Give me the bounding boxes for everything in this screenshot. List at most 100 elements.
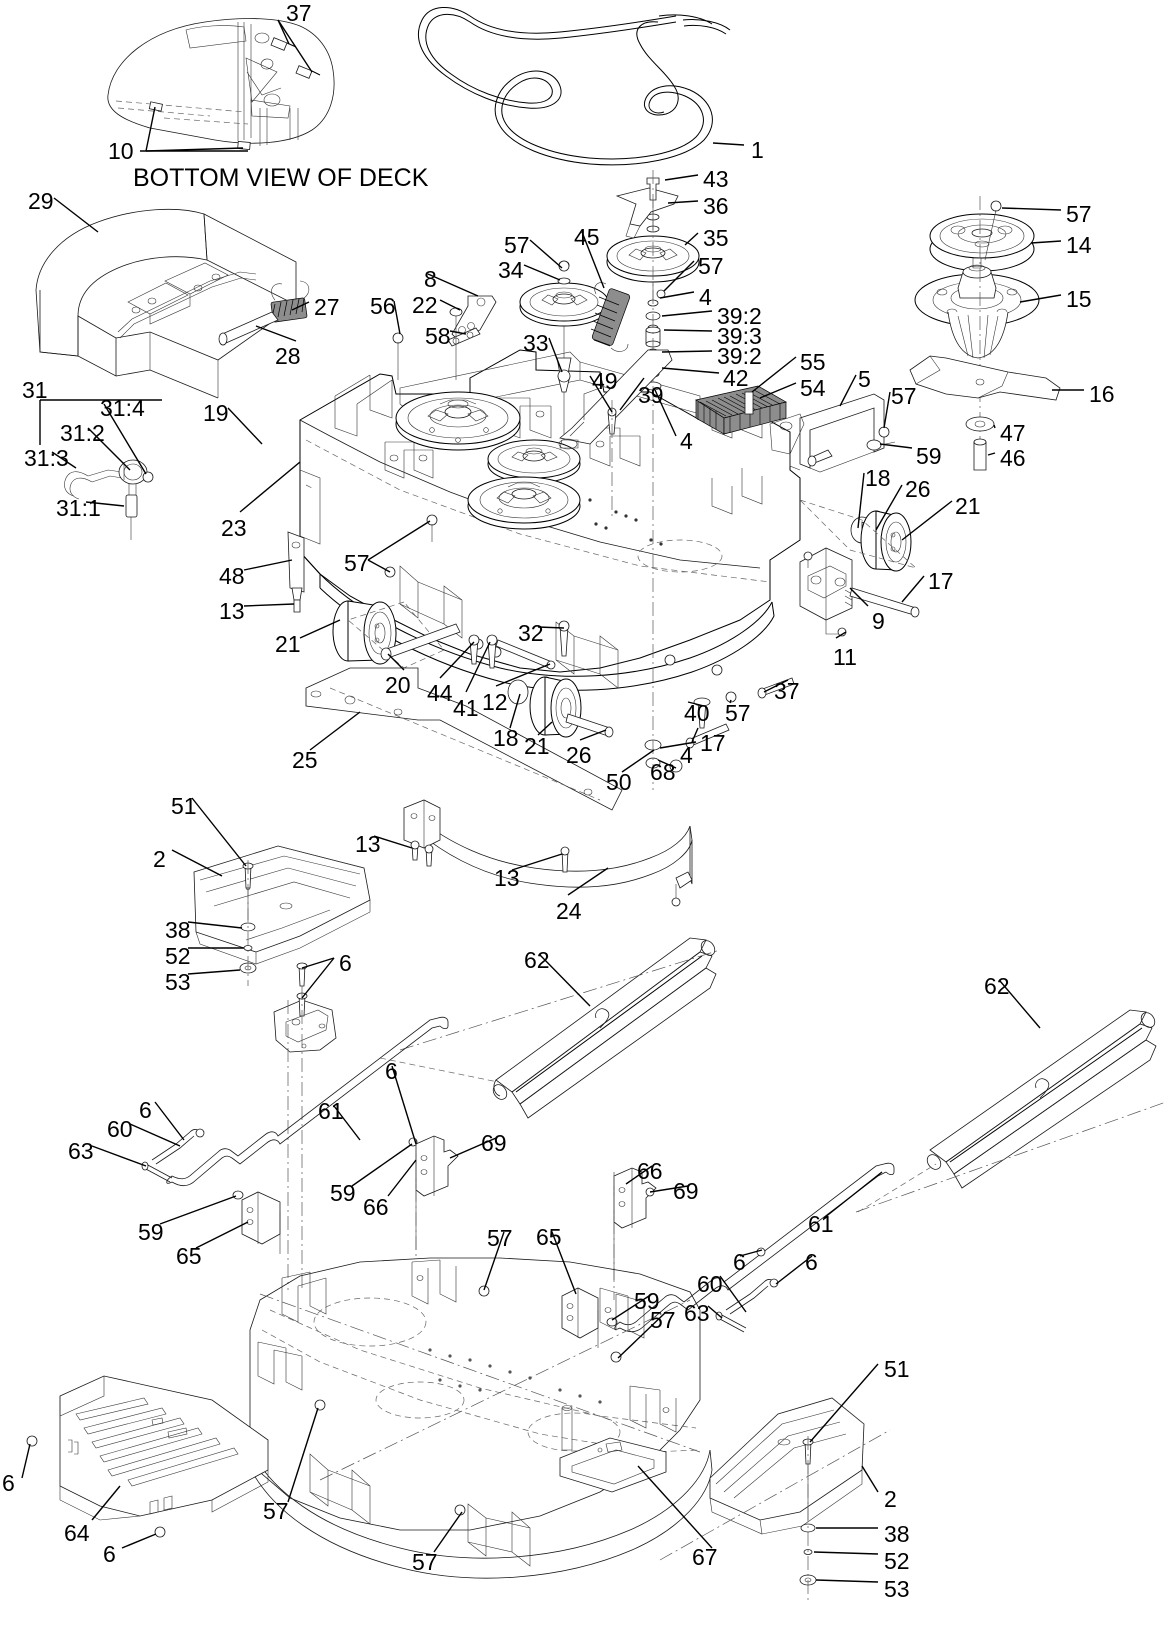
part-callout-53[interactable]: 53 [165, 969, 191, 995]
part-callout-12[interactable]: 12 [482, 689, 508, 715]
part-callout-57[interactable]: 57 [263, 1498, 289, 1524]
part-callout-47[interactable]: 47 [1000, 420, 1026, 446]
part-callout-63[interactable]: 63 [68, 1138, 94, 1164]
part-callout-69[interactable]: 69 [481, 1130, 507, 1156]
part-callout-39[interactable]: 39 [638, 382, 664, 408]
part-callout-65[interactable]: 65 [536, 1224, 562, 1250]
part-callout-1[interactable]: 1 [751, 137, 764, 163]
part-callout-28[interactable]: 28 [275, 343, 301, 369]
part-callout-38[interactable]: 38 [165, 917, 191, 943]
part-callout-24[interactable]: 24 [556, 898, 582, 924]
part-callout-31[interactable]: 31 [22, 377, 48, 403]
part-callout-27[interactable]: 27 [314, 294, 340, 320]
part-callout-18[interactable]: 18 [493, 725, 519, 751]
part-callout-35[interactable]: 35 [703, 225, 729, 251]
part-callout-36[interactable]: 36 [703, 193, 729, 219]
part-callout-61[interactable]: 61 [318, 1098, 344, 1124]
part-callout-57[interactable]: 57 [504, 232, 530, 258]
part-callout-11[interactable]: 11 [833, 644, 857, 670]
part-callout-8[interactable]: 8 [424, 266, 437, 292]
part-callout-66[interactable]: 66 [637, 1158, 663, 1184]
part-callout-10[interactable]: 10 [108, 138, 134, 164]
part-callout-21[interactable]: 21 [524, 733, 550, 759]
part-callout-57[interactable]: 57 [650, 1307, 676, 1333]
part-callout-6[interactable]: 6 [2, 1470, 15, 1496]
part-callout-56[interactable]: 56 [370, 293, 396, 319]
part-callout-31-3[interactable]: 31:3 [24, 445, 69, 471]
part-callout-37[interactable]: 37 [286, 0, 312, 26]
part-callout-53[interactable]: 53 [884, 1576, 910, 1602]
part-callout-31-1[interactable]: 31:1 [56, 495, 101, 521]
part-callout-61[interactable]: 61 [808, 1211, 834, 1237]
part-callout-6[interactable]: 6 [385, 1058, 398, 1084]
part-callout-66[interactable]: 66 [363, 1194, 389, 1220]
part-callout-22[interactable]: 22 [412, 292, 438, 318]
part-callout-9[interactable]: 9 [872, 608, 885, 634]
part-callout-6[interactable]: 6 [103, 1541, 116, 1567]
part-callout-68[interactable]: 68 [650, 759, 676, 785]
part-callout-51[interactable]: 51 [884, 1356, 910, 1382]
part-callout-41[interactable]: 41 [453, 695, 479, 721]
part-callout-46[interactable]: 46 [1000, 445, 1026, 471]
part-callout-26[interactable]: 26 [566, 742, 592, 768]
part-callout-19[interactable]: 19 [203, 400, 229, 426]
part-callout-13[interactable]: 13 [219, 598, 245, 624]
part-callout-5[interactable]: 5 [858, 366, 871, 392]
part-callout-14[interactable]: 14 [1066, 232, 1092, 258]
part-callout-55[interactable]: 55 [800, 349, 826, 375]
part-callout-2[interactable]: 2 [884, 1486, 897, 1512]
part-callout-52[interactable]: 52 [165, 943, 191, 969]
part-callout-50[interactable]: 50 [606, 769, 632, 795]
part-callout-45[interactable]: 45 [574, 224, 600, 250]
part-callout-39-2[interactable]: 39:2 [717, 303, 762, 329]
part-callout-40[interactable]: 40 [684, 700, 710, 726]
part-callout-54[interactable]: 54 [800, 375, 826, 401]
part-callout-67[interactable]: 67 [692, 1544, 718, 1570]
part-callout-57[interactable]: 57 [891, 383, 917, 409]
part-callout-16[interactable]: 16 [1089, 381, 1115, 407]
part-callout-58[interactable]: 58 [425, 323, 451, 349]
part-callout-13[interactable]: 13 [494, 865, 520, 891]
part-callout-15[interactable]: 15 [1066, 286, 1092, 312]
part-callout-43[interactable]: 43 [703, 166, 729, 192]
part-callout-60[interactable]: 60 [107, 1116, 133, 1142]
part-callout-29[interactable]: 29 [28, 188, 54, 214]
part-callout-65[interactable]: 65 [176, 1243, 202, 1269]
part-callout-17[interactable]: 17 [928, 568, 954, 594]
part-callout-57[interactable]: 57 [1066, 201, 1092, 227]
part-callout-59[interactable]: 59 [330, 1180, 356, 1206]
part-callout-33[interactable]: 33 [523, 330, 549, 356]
part-callout-32[interactable]: 32 [518, 620, 544, 646]
part-callout-23[interactable]: 23 [221, 515, 247, 541]
part-callout-6[interactable]: 6 [339, 950, 352, 976]
part-callout-39-3[interactable]: 39:3 [717, 323, 762, 349]
part-callout-62[interactable]: 62 [524, 947, 550, 973]
part-callout-26[interactable]: 26 [905, 476, 931, 502]
part-callout-20[interactable]: 20 [385, 672, 411, 698]
part-callout-59[interactable]: 59 [138, 1219, 164, 1245]
part-callout-52[interactable]: 52 [884, 1548, 910, 1574]
part-callout-57[interactable]: 57 [487, 1225, 513, 1251]
part-callout-4[interactable]: 4 [680, 742, 693, 768]
part-callout-44[interactable]: 44 [427, 680, 453, 706]
part-callout-60[interactable]: 60 [697, 1271, 723, 1297]
part-callout-21[interactable]: 21 [955, 493, 981, 519]
part-callout-37[interactable]: 37 [774, 678, 800, 704]
part-callout-31-4[interactable]: 31:4 [100, 395, 145, 421]
part-callout-57[interactable]: 57 [412, 1549, 438, 1575]
part-callout-64[interactable]: 64 [64, 1520, 90, 1546]
part-callout-49[interactable]: 49 [592, 368, 618, 394]
part-callout-63[interactable]: 63 [684, 1300, 710, 1326]
part-callout-59[interactable]: 59 [634, 1288, 660, 1314]
part-callout-25[interactable]: 25 [292, 747, 318, 773]
part-callout-38[interactable]: 38 [884, 1521, 910, 1547]
part-callout-6[interactable]: 6 [805, 1249, 818, 1275]
part-callout-39-2[interactable]: 39:2 [717, 343, 762, 369]
part-callout-57[interactable]: 57 [698, 253, 724, 279]
part-callout-69[interactable]: 69 [673, 1178, 699, 1204]
part-callout-18[interactable]: 18 [865, 465, 891, 491]
part-callout-42[interactable]: 42 [723, 365, 749, 391]
part-callout-34[interactable]: 34 [498, 257, 524, 283]
part-callout-62[interactable]: 62 [984, 973, 1010, 999]
part-callout-6[interactable]: 6 [733, 1249, 746, 1275]
